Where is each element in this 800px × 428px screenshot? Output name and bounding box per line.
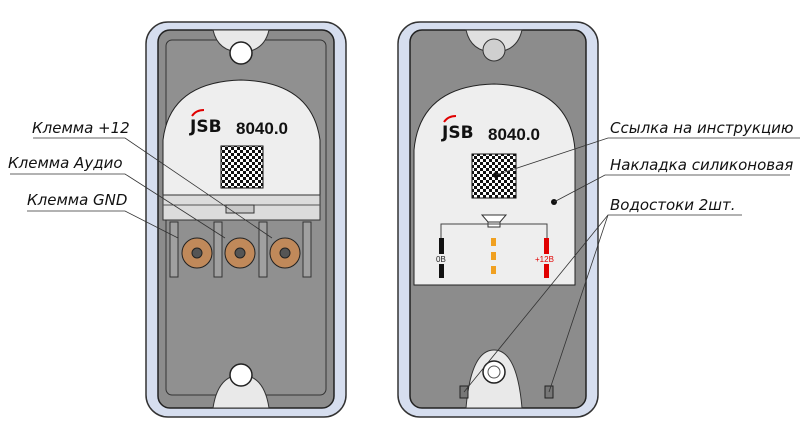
callout-audio: Клемма Аудио xyxy=(8,154,123,172)
mount-hole-top xyxy=(229,41,253,65)
left-device: JSB 8040.0 Клемма +12 Клемма Аудио Клемм… xyxy=(8,21,347,418)
model-number: 8040.0 xyxy=(488,125,540,144)
brand-logo: JSB xyxy=(189,117,222,137)
right-device: JSB 8040.0 0B +12B Ссылка на инструкцию … xyxy=(397,21,800,418)
wire-label-plus12: +12B xyxy=(535,255,554,264)
qr-code xyxy=(220,145,264,189)
mount-hole-bottom xyxy=(229,363,253,387)
callout-gnd: Клемма GND xyxy=(27,191,127,209)
callout-instruction-link: Ссылка на инструкцию xyxy=(610,119,794,137)
wire-label-gnd: 0B xyxy=(436,255,446,264)
model-number: 8040.0 xyxy=(236,119,288,138)
label-panel xyxy=(162,79,321,196)
callout-silicone-overlay: Накладка силиконовая xyxy=(610,156,793,174)
wiring-diagram: 0B +12B xyxy=(436,214,554,278)
brand-logo: JSB xyxy=(441,123,474,143)
callout-plus12: Клемма +12 xyxy=(32,119,130,137)
terminals xyxy=(169,221,312,278)
callout-drains: Водостоки 2шт. xyxy=(610,196,736,214)
